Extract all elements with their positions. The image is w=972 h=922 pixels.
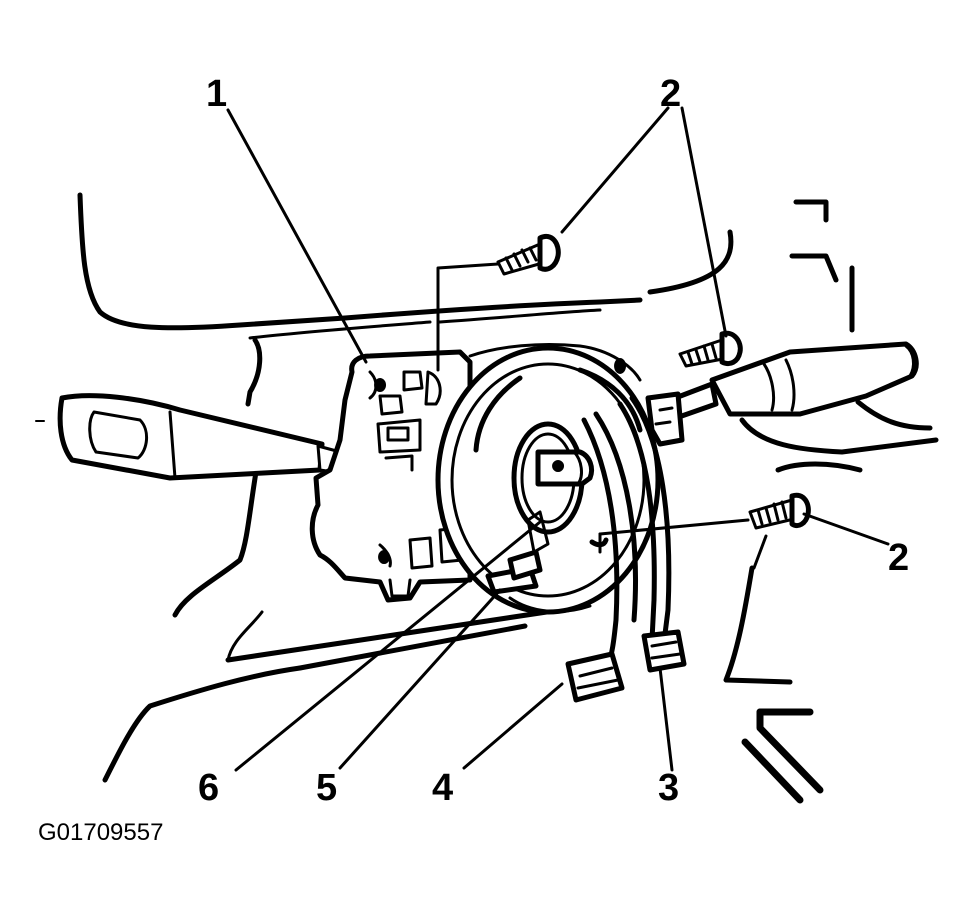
callout-1: 1 <box>206 73 227 115</box>
steering-shaft <box>511 421 595 535</box>
callout-labels: 1 2 2 3 4 5 6 <box>198 73 909 809</box>
right-lever <box>645 341 919 447</box>
connector-plug-4 <box>565 651 625 703</box>
callout-3: 3 <box>658 767 679 809</box>
screw-middle <box>678 330 743 368</box>
figure-id: G01709557 <box>38 819 163 846</box>
leader-lines <box>226 106 890 772</box>
connector-plug-3 <box>641 629 687 673</box>
body-connector <box>485 510 550 595</box>
screw-top <box>496 234 561 276</box>
column-cover-outline <box>77 192 939 804</box>
screw-lower <box>748 492 811 530</box>
callout-4: 4 <box>432 767 453 809</box>
callout-2-top: 2 <box>660 73 681 115</box>
callout-6: 6 <box>198 767 219 809</box>
callout-2-right: 2 <box>888 537 909 579</box>
harness-wires <box>581 395 672 667</box>
callout-5: 5 <box>316 767 337 809</box>
